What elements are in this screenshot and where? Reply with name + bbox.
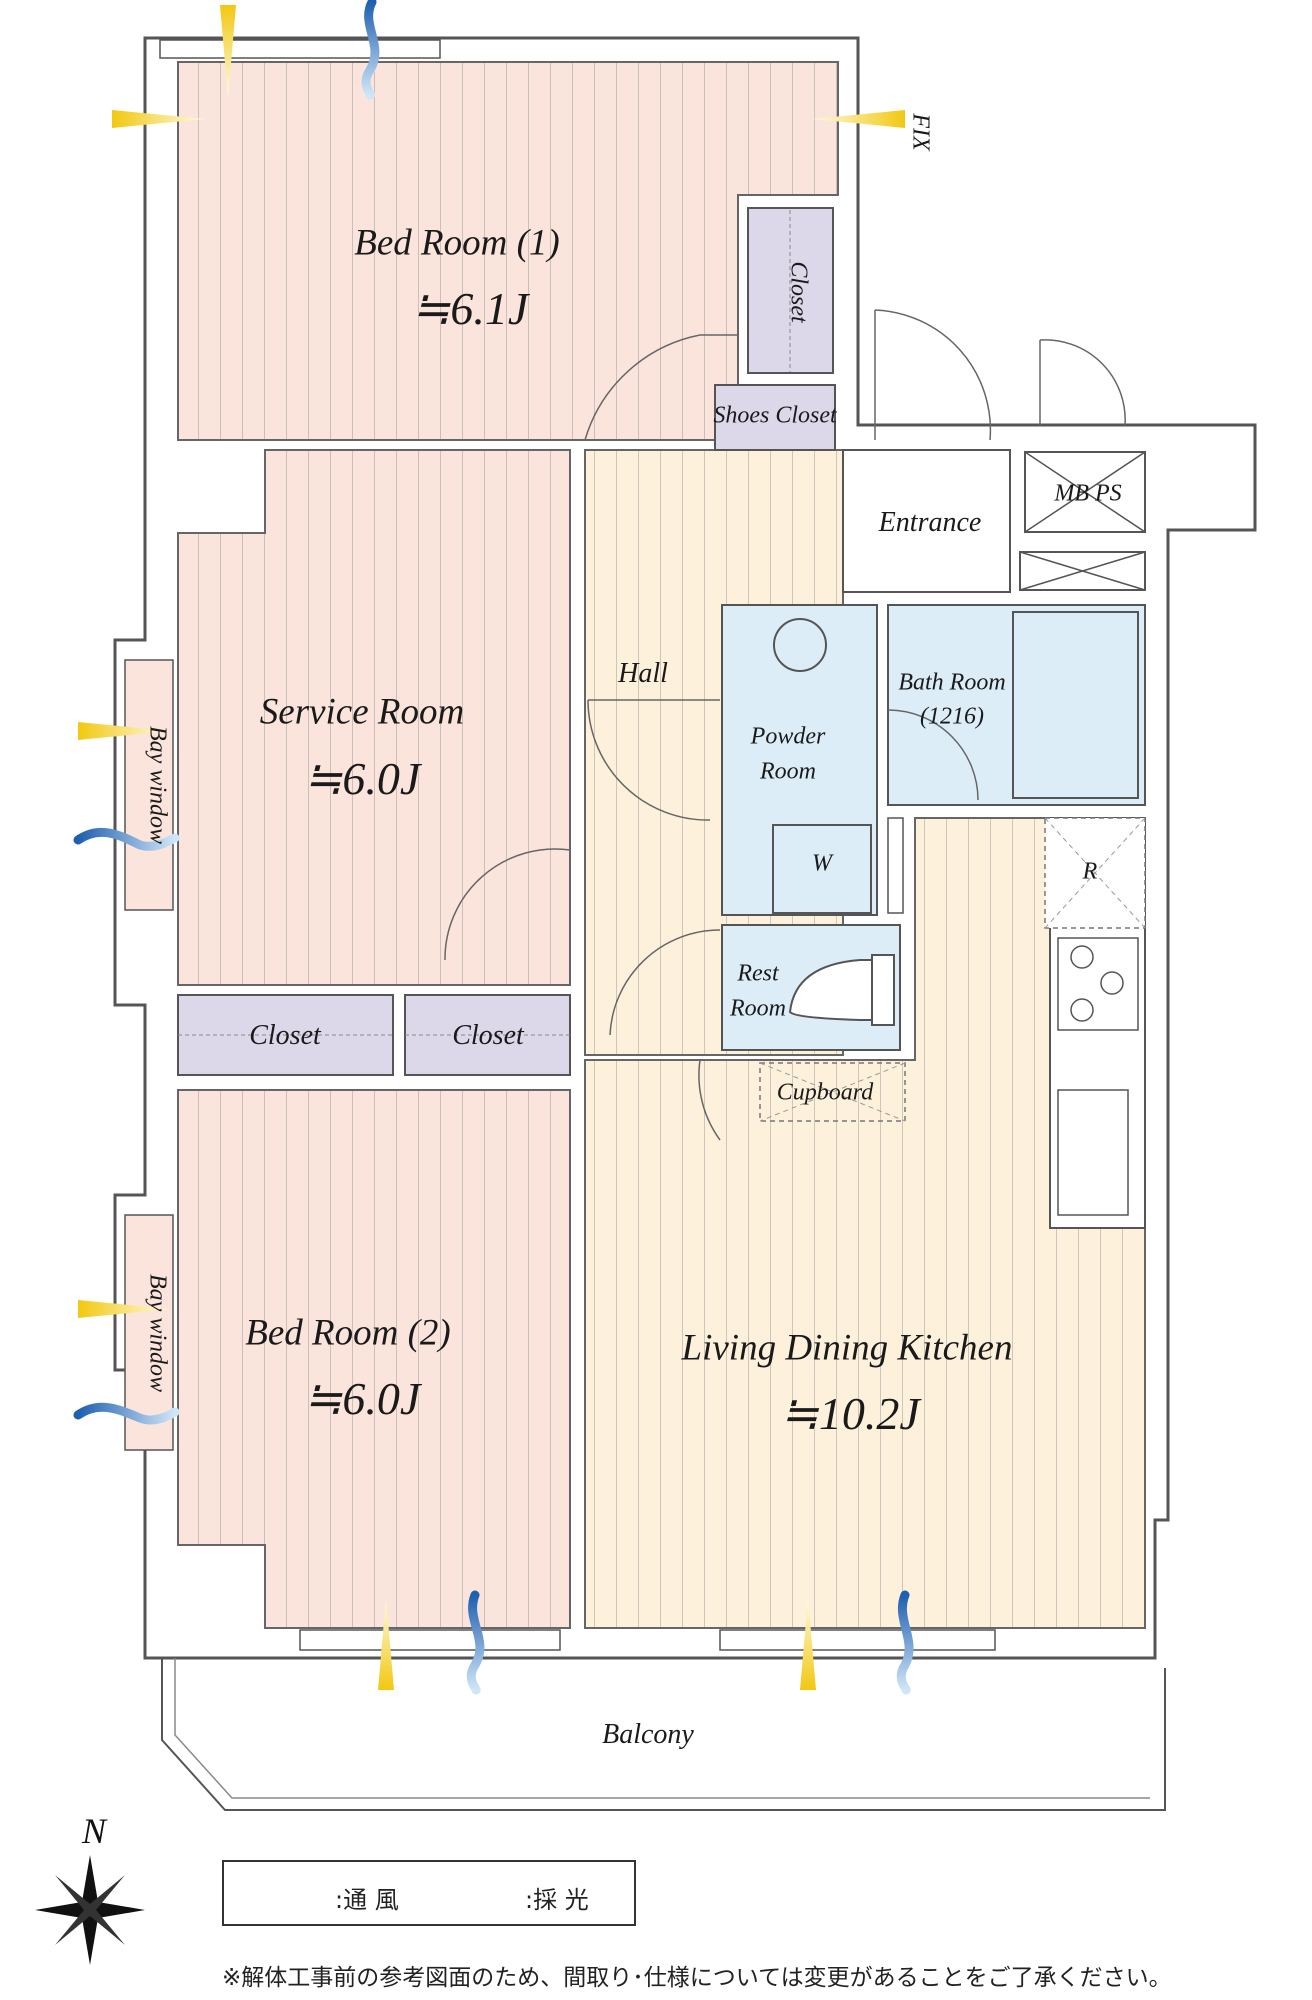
closet-top-label: Closet — [785, 261, 812, 323]
wind-icon — [361, 0, 380, 100]
bath-room-label: Bath Room — [898, 669, 1006, 696]
powder-room-label-2: Room — [760, 758, 816, 785]
bath-room-size: (1216) — [920, 703, 984, 730]
disclaimer-note: ※解体工事前の参考図面のため、間取り･仕様については変更があることをご了承くださ… — [222, 1965, 1172, 1991]
light-icon — [220, 5, 236, 98]
legend-lighting-label: :採 光 — [525, 1886, 589, 1914]
bed-room-2-label: Bed Room (2) — [245, 1312, 451, 1354]
light-icon — [812, 110, 905, 128]
bay-window-1-label: Bay window — [144, 726, 171, 844]
powder-room-label-1: Powder — [750, 723, 826, 750]
wind-icon — [896, 1590, 914, 1695]
ldk-label: Living Dining Kitchen — [681, 1327, 1013, 1369]
compass-rose-icon — [35, 1855, 145, 1965]
wind-icon — [73, 827, 180, 851]
light-icon — [378, 1598, 394, 1690]
closet-left-label: Closet — [249, 1020, 321, 1051]
light-icon — [78, 722, 170, 740]
cupboard-label: Cupboard — [776, 1079, 874, 1106]
washer-label: W — [812, 850, 832, 877]
shoes-closet-label: Shoes Closet — [713, 402, 837, 429]
north-label: N — [82, 1811, 107, 1851]
wind-icon — [73, 1402, 180, 1425]
light-icon — [112, 110, 205, 128]
refrigerator-label: R — [1082, 858, 1098, 885]
bed-room-1-label: Bed Room (1) — [354, 222, 560, 264]
mbps-label: MB PS — [1054, 480, 1122, 507]
hall-label: Hall — [618, 658, 668, 689]
closet-right-label: Closet — [452, 1020, 524, 1051]
entrance-label: Entrance — [878, 507, 982, 538]
service-room-label: Service Room — [259, 691, 465, 733]
bed-room-1-area: ≒6.1J — [411, 283, 529, 334]
bed-room-2-area: ≒6.0J — [303, 1373, 421, 1424]
wind-icon — [466, 1590, 485, 1695]
rest-room-label-2: Room — [730, 995, 786, 1022]
legend-ventilation-label: :通 風 — [335, 1886, 399, 1914]
balcony-label: Balcony — [602, 1719, 694, 1750]
light-icon — [800, 1598, 816, 1690]
ldk-area: ≒10.2J — [780, 1388, 920, 1439]
fix-window-label: FIX — [907, 113, 934, 151]
light-icon — [78, 1300, 170, 1318]
legend — [222, 1860, 636, 1926]
rest-room-label-1: Rest — [737, 960, 779, 987]
service-room-area: ≒6.0J — [303, 753, 421, 804]
bay-window-2-label: Bay window — [144, 1274, 171, 1392]
